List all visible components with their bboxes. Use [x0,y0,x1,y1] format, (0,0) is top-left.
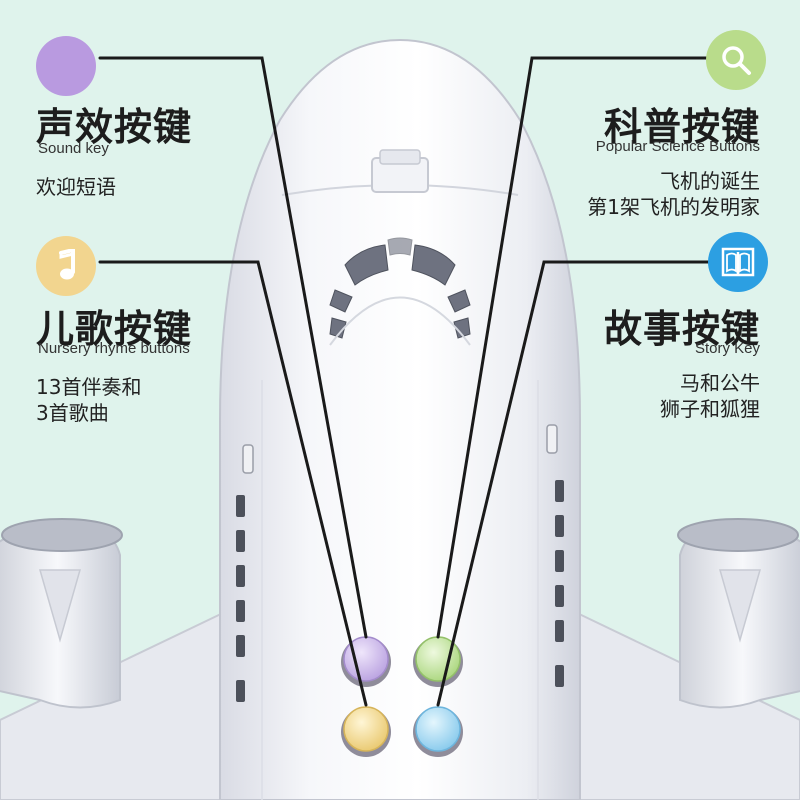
left-cabin-windows [236,444,254,702]
science-desc-line-2: 第1架飞机的发明家 [587,195,760,219]
story-leader-line [436,260,710,707]
nursery-desc-line-1: 13首伴奏和 [36,375,142,399]
story-desc-line-1: 马和公牛 [680,371,760,395]
sound-desc: 欢迎短语 [36,174,116,200]
story-desc: 马和公牛 狮子和狐狸 [660,370,760,422]
science-leader-line [436,56,710,639]
science-title: 科普按键 [603,105,760,149]
cockpit-windows [329,237,471,339]
leader-lines [98,56,710,707]
nursery-subtitle: Nursery rhyme buttons [38,340,190,357]
sound-desc-line-1: 欢迎短语 [36,175,116,199]
sound-title: 声效按键 [36,105,193,149]
story-subtitle: Story Key [694,340,760,357]
sound-leader-line [98,56,368,639]
story-title: 故事按键 [603,307,760,351]
fuselage [219,38,581,800]
music-note-icon [59,249,75,280]
science-badge [706,30,766,90]
nursery-desc-line-2: 3首歌曲 [36,401,109,425]
story-desc-line-2: 狮子和狐狸 [660,397,760,421]
science-desc-line-1: 飞机的诞生 [660,169,760,193]
right-engine [677,518,800,709]
science-subtitle: Popular Science Buttons [595,138,760,155]
left-wing [0,598,262,800]
book-icon [721,247,755,277]
science-desc: 飞机的诞生 第1架飞机的发明家 [587,168,760,220]
blue-button [413,706,463,757]
green-button [413,636,463,687]
nursery-desc: 13首伴奏和 3首歌曲 [36,374,141,426]
magnifier-icon [722,46,751,75]
nursery-title: 儿歌按键 [36,307,193,351]
story-badge [708,232,768,292]
sound-badge [36,36,96,96]
nursery-leader-line [98,260,368,707]
purple-button [341,636,391,687]
nose-latch [371,149,429,193]
right-wing [538,598,800,800]
yellow-button [341,706,391,757]
right-cabin-windows [546,424,564,687]
nursery-badge [36,236,96,296]
sound-subtitle: Sound key [38,140,109,157]
left-engine [0,518,123,709]
